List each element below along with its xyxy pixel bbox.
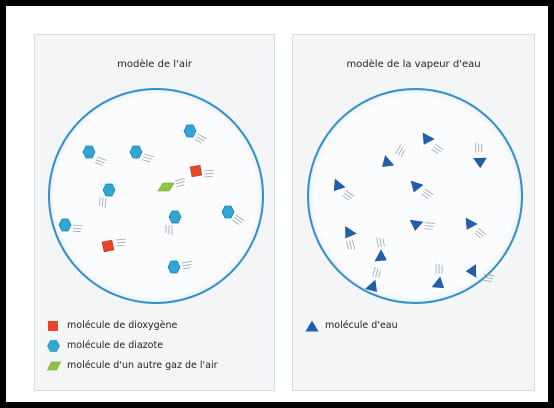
water-molecules-layer [331,132,495,295]
air-model-circle [48,88,264,304]
legend-label: molécule de diazote [67,340,164,351]
legend-label: molécule d'eau [325,320,398,331]
legend-label: molécule d'un autre gaz de l'air [67,360,218,371]
water-molecule [342,226,358,252]
red-square-icon [48,321,58,331]
water-molecule [473,141,489,169]
green-parallelogram-icon [47,361,61,371]
water-molecule [409,217,436,232]
air-model-title: modèle de l'air [117,59,192,70]
water-molecule [431,263,447,291]
legend-label: molécule de dioxygène [67,320,178,331]
dinitrogen-molecule [183,124,208,145]
water-molecule [463,217,487,240]
dinitrogen-molecule [167,260,194,274]
figure-sheet: modèle de l'air [13,13,541,395]
dioxygen-molecule [189,164,215,178]
blue-triangle-icon [305,320,319,332]
water-molecule [420,132,444,156]
dinitrogen-molecule [129,145,155,163]
blue-hexagon-icon [47,340,60,352]
air-molecules-layer [58,124,245,274]
other-gas-molecule [157,178,187,192]
water-molecule [365,266,382,295]
water-molecule [410,180,434,201]
water-vapour-model-panel: modèle de la vapeur d'eau [292,34,535,391]
water-molecule [379,144,407,172]
dioxygen-molecule [101,238,127,253]
air-model-panel: modèle de l'air [34,34,275,391]
dinitrogen-molecule [221,205,245,227]
water-molecule [331,178,355,202]
dinitrogen-molecule [82,145,107,167]
dinitrogen-molecule [98,183,116,209]
dinitrogen-molecule [165,210,182,236]
water-molecule [465,264,495,283]
water-vapour-model-title: modèle de la vapeur d'eau [346,59,481,70]
dinitrogen-molecule [58,218,84,233]
water-molecule [374,236,389,264]
